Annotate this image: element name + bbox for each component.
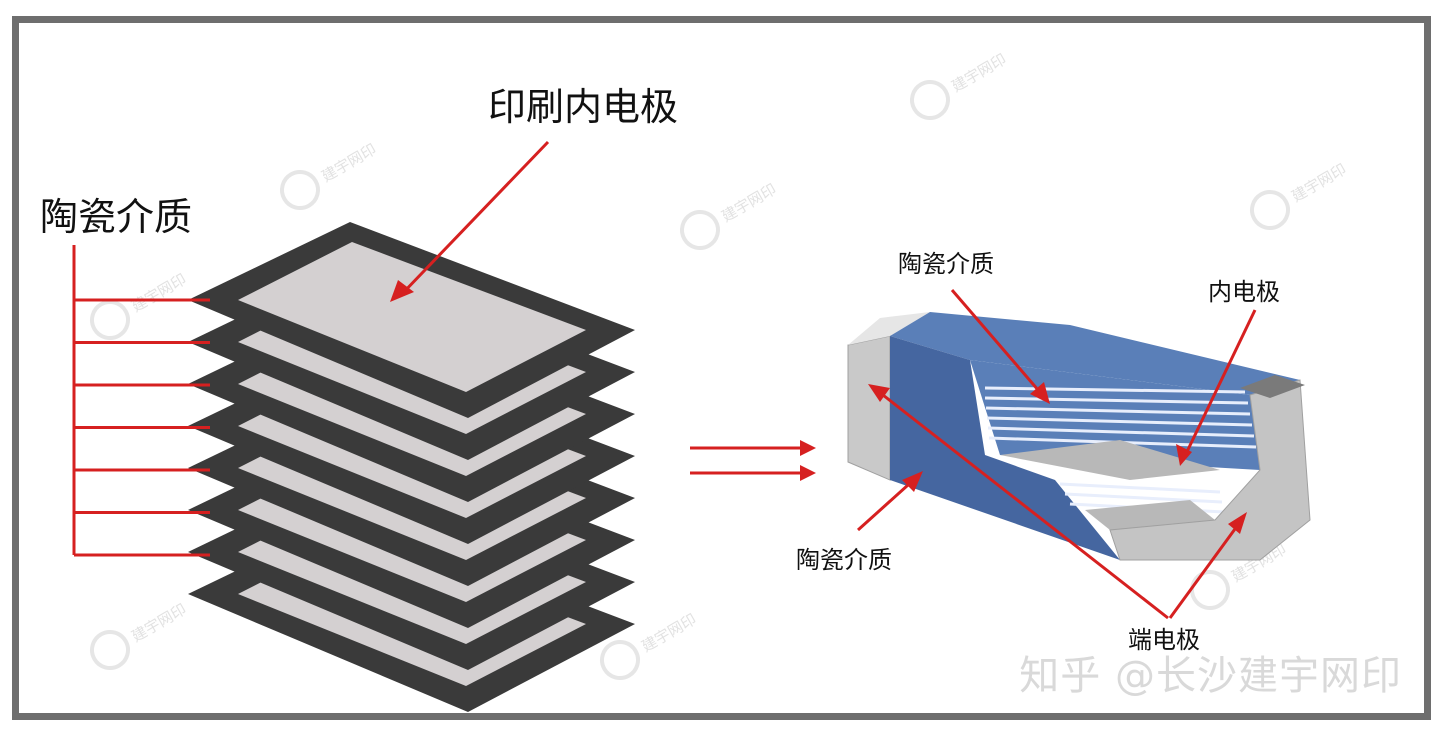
watermark-tile-text: 建宇网印: [639, 610, 700, 656]
printed-electrode-area: [238, 242, 586, 392]
right-arrows: [856, 289, 1257, 620]
watermark-credit: 知乎 @长沙建宇网印: [1019, 653, 1402, 699]
printed-electrode-label: 印刷内电极: [488, 85, 678, 129]
ceramic-dielectric-label-top: 陶瓷介质: [898, 250, 994, 278]
side-bracket: [72, 245, 210, 557]
inner-electrode-lines: [984, 386, 1257, 514]
watermark-tile-text: 建宇网印: [129, 600, 190, 646]
dielectric-top: [890, 312, 1300, 395]
watermark-tile-text: 建宇网印: [319, 140, 380, 186]
terminal-electrode-label: 端电极: [1128, 626, 1200, 654]
watermark-tile-text: 建宇网印: [129, 270, 190, 316]
ceramic-dielectric-label-left: 陶瓷介质: [40, 195, 192, 239]
ceramic-dielectric-label-bottom: 陶瓷介质: [796, 546, 892, 574]
cavity-floor: [1000, 440, 1220, 480]
watermark-tile-text: 建宇网印: [949, 50, 1010, 96]
transform-arrows: [690, 440, 816, 481]
watermark-tile-text: 建宇网印: [1289, 160, 1350, 206]
cavity-floor-lower: [1085, 500, 1215, 530]
inner-electrode-label: 内电极: [1208, 278, 1280, 306]
watermark-tile-text: 建宇网印: [719, 180, 780, 226]
printed-electrode-arrow: [390, 140, 550, 302]
dielectric-front: [890, 336, 1120, 560]
left-terminal-top: [848, 312, 930, 345]
right-terminal: [1109, 379, 1311, 561]
right-terminal-top: [1240, 375, 1305, 398]
left-terminal-front: [847, 335, 891, 481]
sheet-stack: [188, 222, 635, 712]
frame-border: [12, 16, 1431, 720]
